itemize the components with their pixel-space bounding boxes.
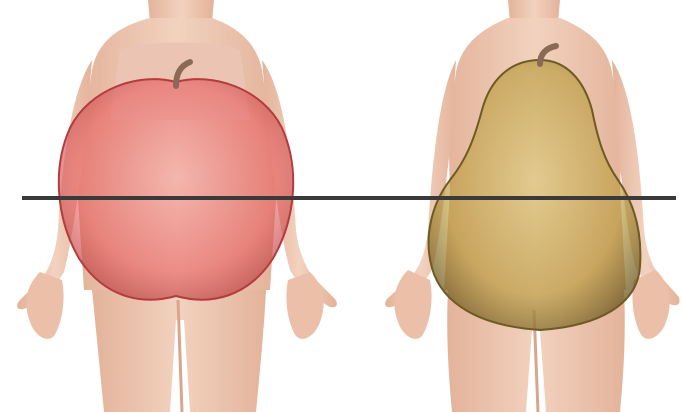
pear-figure	[385, 0, 679, 412]
apple-figure-left-hand	[26, 272, 63, 339]
apple-figure	[17, 0, 337, 412]
pear-figure-left-hand	[394, 270, 431, 339]
apple-figure-right-hand	[286, 272, 323, 339]
apple-shape-overlay	[59, 79, 293, 300]
